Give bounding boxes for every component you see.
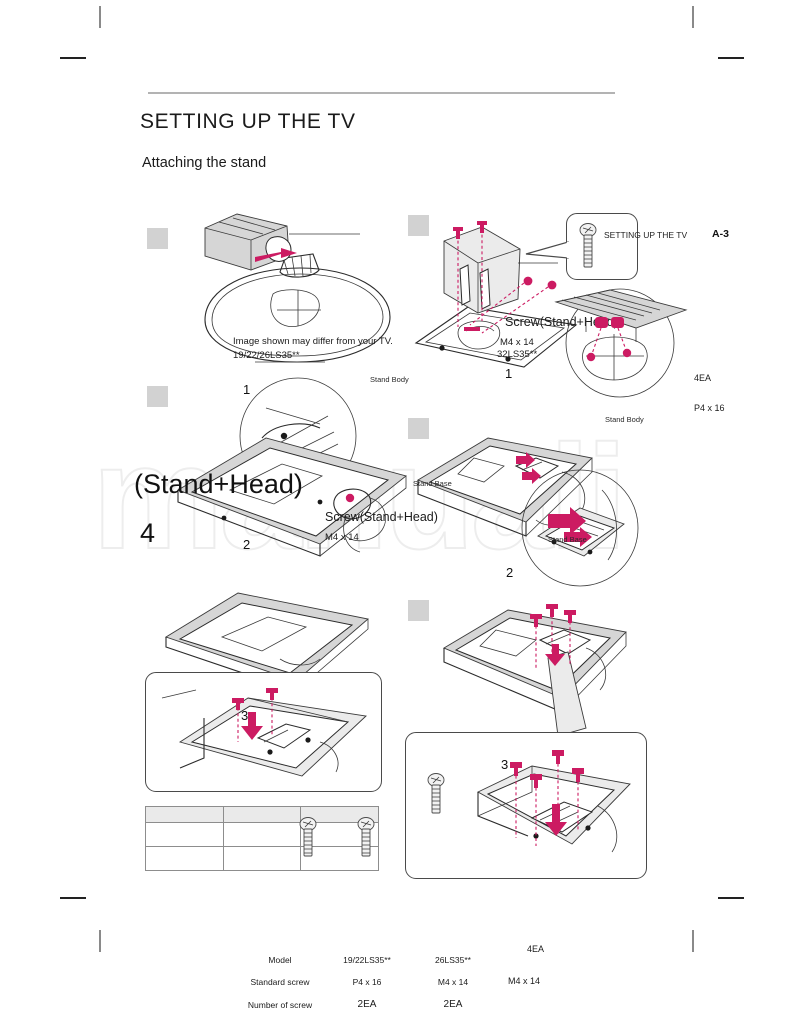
parts-table-header-cell: [145, 806, 224, 823]
illustration-left-step2: [176, 377, 407, 557]
step-marker-right-2: [408, 418, 429, 439]
detail-box-screw-top: [566, 213, 638, 280]
running-header: SETTING UP THE TV: [604, 230, 688, 240]
spec-table-row: Standard screw P4 x 16 M4 x 14: [234, 972, 498, 992]
quantity-4ea-top: 4EA: [694, 373, 712, 383]
step-number-left-2: 2: [243, 537, 251, 552]
illustration-left-step3-tv: [164, 592, 369, 692]
screw-spec-m4x14-bottom: M4 x 14: [508, 976, 541, 986]
parts-table-cell: [222, 822, 302, 847]
screw-callout-right-spec: M4 x 14: [500, 337, 534, 348]
model-note-right: 32LS35**: [497, 349, 538, 360]
screw-spec-p4x16: P4 x 16: [694, 403, 725, 413]
spec-row-key: Standard screw: [250, 977, 310, 987]
crop-mark-left-upper: [60, 57, 86, 59]
illustration-left-step1: [204, 213, 391, 363]
parts-table: [145, 806, 379, 871]
crop-mark-left-lower: [60, 897, 86, 899]
crop-mark-top-right: [692, 6, 694, 28]
illustration-right-step1: [414, 221, 578, 368]
screw-callout-mid-spec: M4 x 14: [325, 532, 359, 543]
step-marker-left-1: [147, 228, 168, 249]
spec-row-value-1: 19/22LS35**: [343, 955, 391, 965]
model-note-left: 19/22/26LS35**: [233, 350, 300, 361]
parts-table-header-cell: [300, 806, 379, 823]
screw-icon-table-1: [299, 817, 317, 857]
stand-base-label-1: Stand Base: [413, 479, 452, 488]
callout-tail-screw-top: [525, 241, 570, 259]
page-number: A-3: [712, 228, 729, 240]
image-disclaimer: Image shown may differ from your TV.: [233, 336, 393, 347]
stand-base-label-2: Stand Base: [548, 535, 587, 544]
illustration-right-step3-detail: [427, 750, 631, 853]
step-marker-left-2: [147, 386, 168, 407]
spec-row-key: Model: [268, 955, 292, 965]
step-marker-right-1: [408, 215, 429, 236]
spec-row-value-1: P4 x 16: [352, 977, 382, 987]
spec-row-value-2: 26LS35**: [435, 955, 471, 965]
parts-table-header-cell: [222, 806, 302, 823]
crop-mark-right-upper: [718, 57, 744, 59]
screw-icon-table-2: [357, 817, 375, 857]
crop-mark-right-lower: [718, 897, 744, 899]
screw-icon-callout-top: [579, 223, 597, 268]
section-subtitle: Attaching the stand: [142, 155, 267, 171]
step-number-right-3: 3: [501, 757, 509, 772]
overlay-stand-head: (Stand+Head): [134, 469, 303, 499]
parts-table-cell: [145, 822, 224, 847]
illustration-left-step3-detail: [161, 688, 367, 777]
illustration-right-step1-detail: [554, 288, 688, 398]
spec-row-key: Number of screw: [247, 999, 313, 1010]
parts-table-cell: [222, 846, 302, 871]
parts-table-row: [145, 846, 379, 871]
step-marker-right-3: [408, 600, 429, 621]
stand-body-label-2: Stand Body: [605, 415, 644, 424]
spec-row-value-1: 2EA: [357, 999, 377, 1010]
step-number-left-3: 3: [241, 708, 249, 723]
stand-body-label-1: Stand Body: [370, 375, 409, 384]
step-number-right-2: 2: [506, 565, 514, 580]
spec-table: Model 19/22LS35** 26LS35** Standard scre…: [232, 948, 500, 1017]
parts-table-cell: [145, 846, 224, 871]
step-number-left-1: 1: [243, 382, 251, 397]
screw-callout-mid-title: Screw(Stand+Head): [325, 510, 438, 524]
quantity-4ea-bottom: 4EA: [527, 944, 545, 954]
crop-mark-bottom-left: [99, 930, 101, 952]
spec-row-value-2: 2EA: [443, 999, 463, 1010]
header-rule: [148, 92, 615, 94]
illustration-right-step2: [416, 437, 639, 587]
illustration-right-step3-tv: [443, 604, 627, 737]
spec-table-row: Number of screw 2EA 2EA: [234, 994, 498, 1015]
spec-table-row: Model 19/22LS35** 26LS35**: [234, 950, 498, 970]
spec-row-value-2: M4 x 14: [437, 977, 469, 987]
page-title: SETTING UP THE TV: [140, 110, 356, 133]
crop-mark-top-left: [99, 6, 101, 28]
crop-mark-bottom-right: [692, 930, 694, 952]
parts-table-row: [145, 822, 379, 847]
parts-table-header-row: [145, 806, 379, 823]
overlay-count: 4: [140, 518, 156, 548]
step-number-right-1: 1: [505, 366, 513, 381]
screw-callout-right-title: Screw(Stand+Head): [505, 315, 618, 329]
